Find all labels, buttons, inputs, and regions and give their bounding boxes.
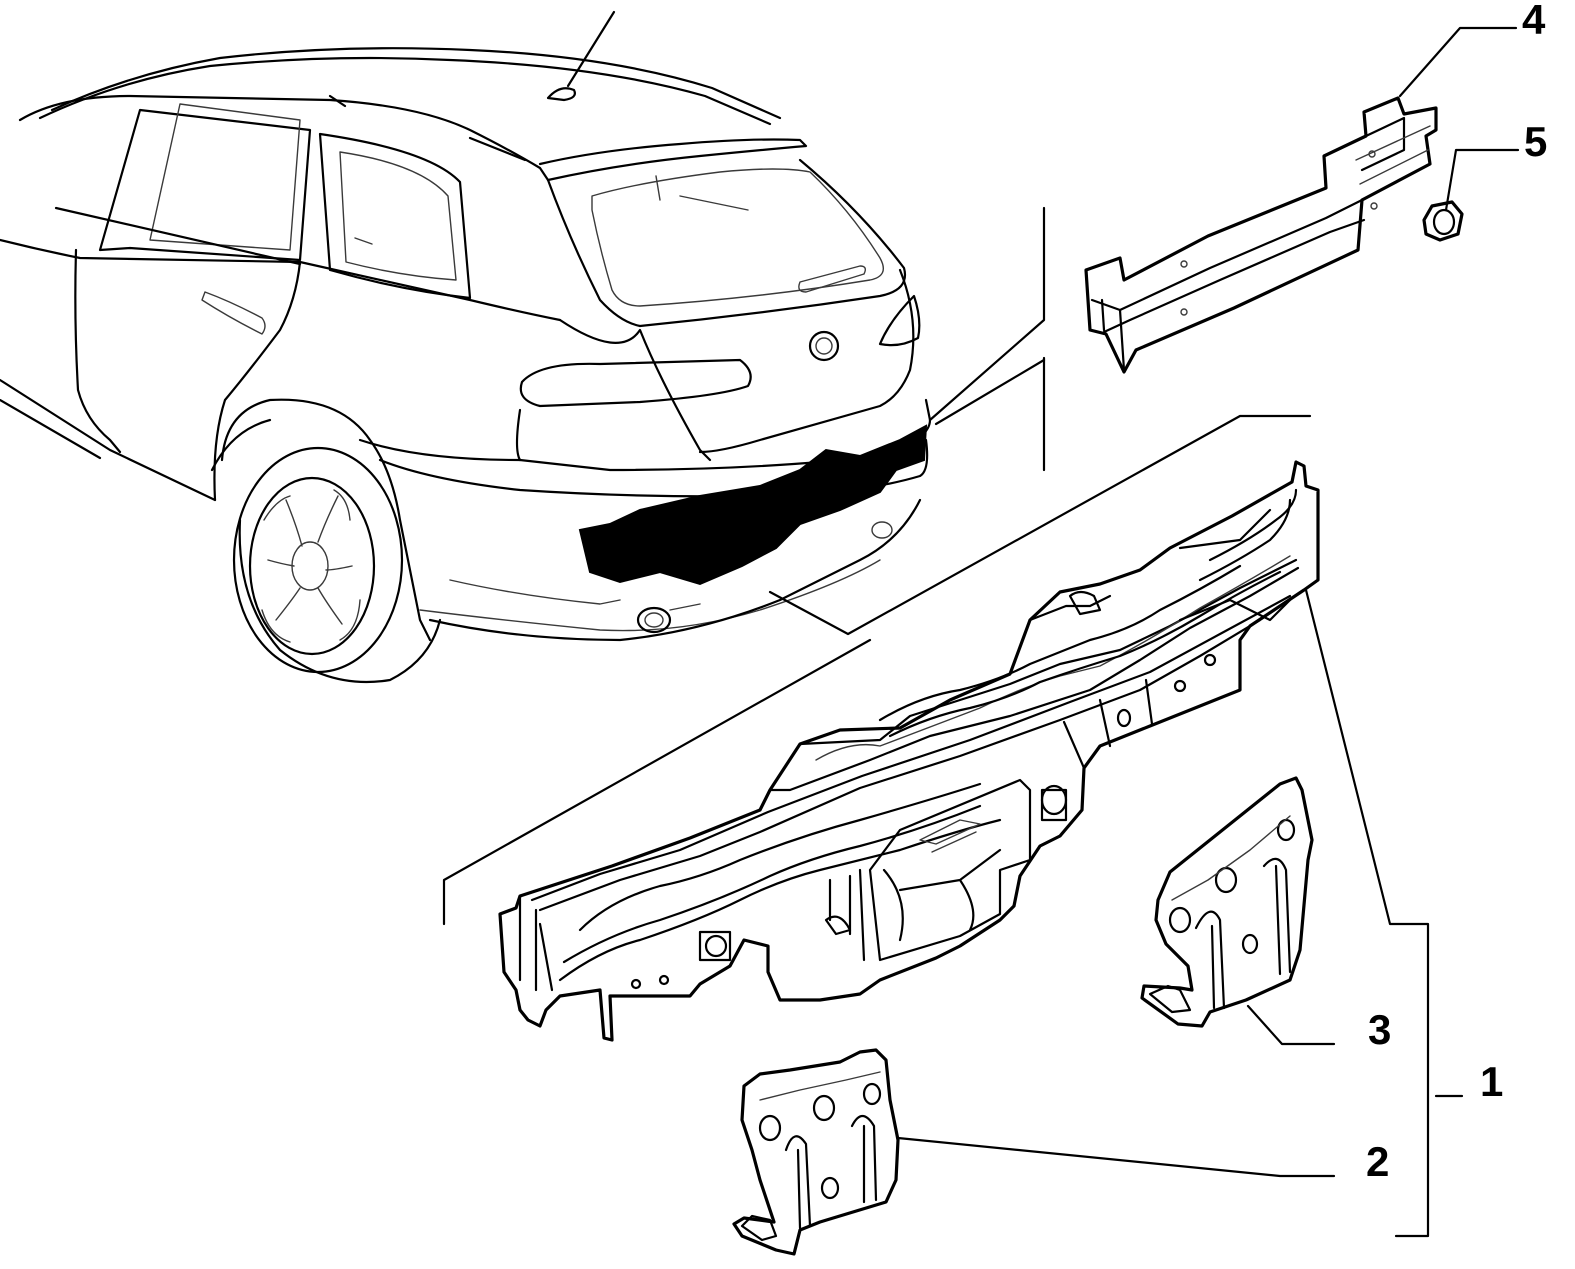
part-2-bracket bbox=[732, 1048, 900, 1256]
callout-2: 2 bbox=[1366, 1138, 1389, 1185]
callout-4: 4 bbox=[1522, 0, 1546, 43]
part-1-crossmember bbox=[498, 460, 1320, 1042]
callout-3: 3 bbox=[1368, 1006, 1391, 1053]
part-3-bracket bbox=[1140, 776, 1314, 1028]
leader-lines bbox=[442, 26, 1520, 1238]
car-rear-view bbox=[0, 10, 932, 684]
callout-5: 5 bbox=[1524, 118, 1547, 165]
callout-1: 1 bbox=[1480, 1058, 1503, 1105]
callout-labels: 4 5 3 1 2 bbox=[1366, 0, 1547, 1185]
part-4-bracket bbox=[1084, 96, 1438, 374]
highlighted-area bbox=[578, 424, 928, 586]
part-5-nut bbox=[1422, 200, 1464, 242]
